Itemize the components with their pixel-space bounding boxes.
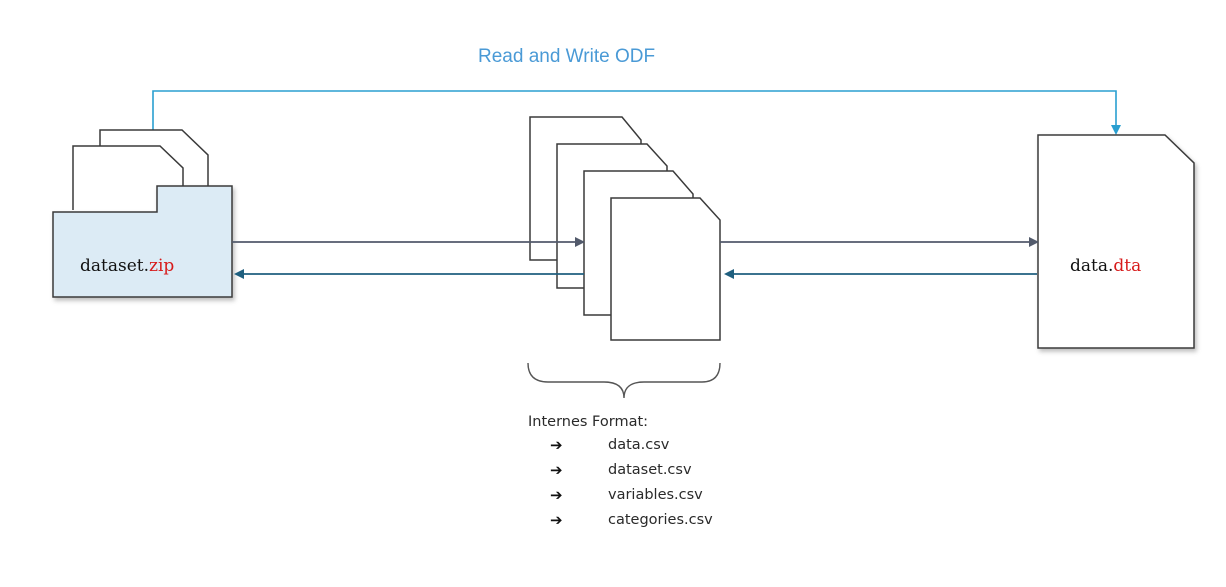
diagram-title: Read and Write ODF <box>478 46 656 67</box>
zip-folder-body <box>52 185 233 298</box>
dta-file-extension: dta <box>1113 256 1142 276</box>
zip-file-base: dataset. <box>80 256 150 276</box>
zip-file-extension: zip <box>149 256 175 276</box>
zip-file-label: dataset.zip <box>80 256 174 276</box>
internal-file-name: data.csv <box>608 437 670 453</box>
odf-connector-line <box>152 90 1121 135</box>
zip-middle-page <box>72 145 184 210</box>
internal-format-heading: Internes Format: <box>528 414 649 430</box>
internal-format-legend: Internes Format: ➔ data.csv ➔ dataset.cs… <box>528 412 713 535</box>
right-arrow-icon: ➔ <box>550 461 563 479</box>
right-arrow-icon: ➔ <box>550 511 563 529</box>
internal-format-file-list: ➔ data.csv ➔ dataset.csv ➔ variables.csv… <box>528 435 713 535</box>
list-item: ➔ dataset.csv <box>528 460 692 485</box>
doc-page-4 <box>610 197 721 341</box>
internal-file-name: categories.csv <box>608 512 713 528</box>
internal-file-name: dataset.csv <box>608 462 692 478</box>
right-arrow-icon: ➔ <box>550 436 563 454</box>
list-item: ➔ categories.csv <box>528 510 713 535</box>
internal-file-name: variables.csv <box>608 487 703 503</box>
right-arrow-icon: ➔ <box>550 486 563 504</box>
dta-file-label: data.dta <box>1070 256 1141 276</box>
internal-format-brace <box>527 362 721 399</box>
list-item: ➔ data.csv <box>528 435 669 460</box>
dta-file-icon <box>1037 134 1195 349</box>
zip-folder-icon <box>52 129 233 298</box>
list-item: ➔ variables.csv <box>528 485 703 510</box>
internal-documents-stack <box>529 116 721 341</box>
dta-file-base: data. <box>1070 256 1114 276</box>
